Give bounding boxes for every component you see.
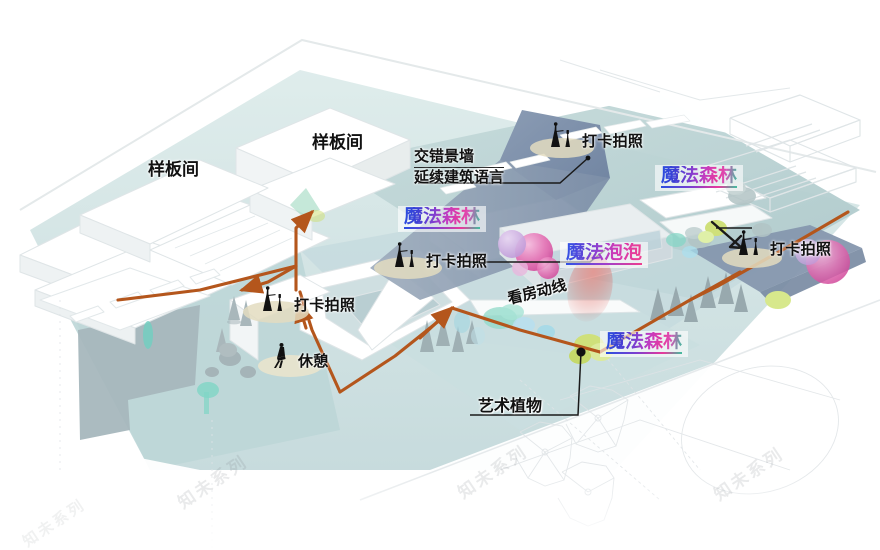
flower-motif-1 [565, 385, 629, 453]
label-magic-bubble: 魔法泡泡 [560, 241, 649, 268]
tree-round-lower-left [205, 343, 256, 378]
annotation-staggered-wall-line2: 延续建筑语言 [414, 167, 505, 186]
label-magic-forest-bottom-text: 魔法森林 [606, 330, 683, 352]
activity-photo-mid-caption: 打卡拍照 [426, 252, 488, 270]
label-magic-forest-left: 魔法森林 [398, 205, 487, 232]
woman-with-camera-tripod-icon [263, 286, 282, 311]
sand-patch-photo-right [722, 248, 782, 268]
label-magic-bubble-text: 魔法泡泡 [566, 241, 643, 263]
ground-plate-slate [78, 305, 200, 440]
route-far-right [716, 210, 850, 288]
activity-photo-top-caption: 打卡拍照 [582, 132, 644, 150]
activity-photo-right: 打卡拍照 [732, 230, 831, 260]
activity-rest-left: 休憩 [268, 342, 329, 372]
boundary-line-top [19, 38, 877, 211]
label-magic-forest-top: 魔法森林 [655, 164, 744, 191]
woman-with-camera-tripod-icon [395, 242, 414, 267]
sand-patch-photo-left [243, 301, 309, 323]
label-magic-forest-top-text: 魔法森林 [661, 164, 738, 186]
courtyard-inner-lines [174, 215, 293, 272]
activity-photo-right-caption: 打卡拍照 [770, 240, 832, 258]
label-model-room-left: 样板间 [148, 160, 199, 180]
leader-arrow-down-right [710, 220, 744, 250]
label-underline [404, 227, 481, 229]
rooflight-rows [439, 114, 691, 195]
activity-rest-left-caption: 休憩 [298, 352, 329, 370]
route-left-diagonal [116, 264, 298, 302]
annotation-staggered-wall: 交错景墙 延续建筑语言 [414, 147, 505, 186]
sand-patch-photo-mid [374, 257, 442, 279]
route-arrow-plaza [418, 305, 455, 340]
label-underline [566, 263, 643, 265]
annotation-staggered-wall-line1: 交错景墙 [414, 147, 505, 168]
building-model-room-left-face [79, 214, 151, 263]
route-bottom-run [450, 306, 602, 354]
woman-with-camera-tripod-icon [551, 122, 570, 147]
bubble-tiny [512, 260, 528, 276]
leader-art-plant [470, 351, 582, 416]
bubble-right-violet [795, 239, 821, 265]
activity-photo-mid: 打卡拍照 [388, 242, 487, 272]
route-to-photo-right [688, 270, 742, 302]
seated-person-icon [274, 343, 286, 368]
boundary-sweep-top [0, 10, 880, 215]
label-underline [606, 352, 683, 354]
leader-dot-wall [585, 155, 591, 161]
label-underline [661, 186, 738, 188]
roof-ridge-lines [559, 59, 791, 101]
route-branch-up [290, 209, 315, 292]
sand-patch-photo-top [530, 138, 594, 158]
activity-photo-top: 打卡拍照 [544, 122, 643, 152]
woman-with-camera-tripod-icon [739, 230, 758, 255]
label-magic-forest-left-text: 魔法森林 [404, 205, 481, 227]
activity-photo-left-caption: 打卡拍照 [294, 296, 356, 314]
label-art-plant: 艺术植物 [478, 396, 543, 415]
sand-patch-rest-left [258, 355, 322, 377]
boundary-line-br [359, 299, 880, 501]
bubble-glow-red [567, 254, 613, 322]
route-branch-left [239, 264, 298, 294]
activity-photo-left: 打卡拍照 [256, 286, 355, 316]
leader-dot-art-plant [576, 347, 586, 357]
label-model-room-mid: 样板间 [312, 133, 363, 153]
leader-staggered-wall [418, 157, 589, 184]
bubble-medium [498, 230, 526, 258]
label-magic-forest-bottom: 魔法森林 [600, 330, 689, 357]
